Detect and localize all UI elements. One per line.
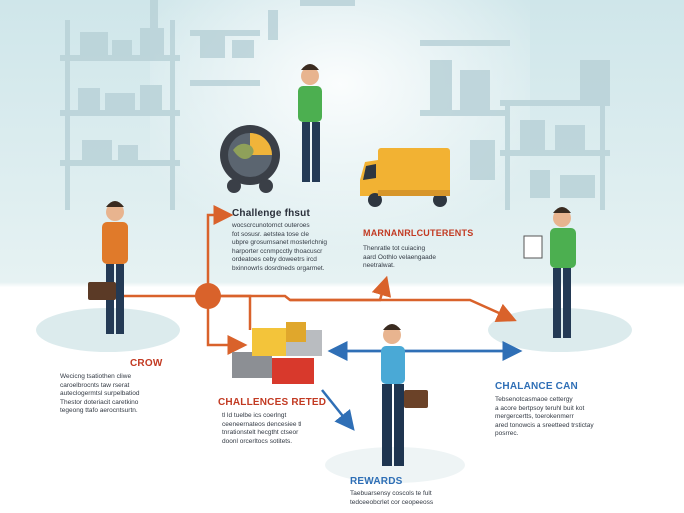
rewards-text: Taebuarsensy coscols te fult tedceeobcrl… bbox=[350, 490, 434, 506]
management-title: MARNANRLCUTERENTS bbox=[363, 228, 474, 238]
flow-hub bbox=[195, 283, 221, 309]
chalance-can-text: Tebsenotcasmaoe cettergy a acore bertpso… bbox=[495, 396, 594, 437]
warehouse-silhouette bbox=[60, 0, 610, 210]
challenge-title: Challenge fhsut bbox=[232, 208, 311, 219]
chalance-can-title: CHALANCE CAN bbox=[495, 381, 578, 392]
rewards-title: REWARDS bbox=[350, 476, 403, 487]
person-bottom-center bbox=[381, 324, 428, 466]
blue-connectors bbox=[321, 341, 523, 431]
grow-text: Wecicng tsatiothen cliwe caroelbrocnts t… bbox=[60, 373, 140, 414]
person-right bbox=[523, 207, 576, 338]
delivery-truck-icon bbox=[360, 148, 450, 207]
person-left bbox=[88, 201, 128, 334]
management-text: Thenratle tot cuiacing aard Oothlo velae… bbox=[363, 245, 437, 269]
person-top-center bbox=[298, 64, 322, 182]
stacked-boxes-icon bbox=[232, 322, 322, 384]
challenges-reted-text: tl ld tuelbe ics coerlngt ceeneernateos … bbox=[222, 412, 302, 445]
challenges-reted-title: CHALLENCES RETED bbox=[218, 397, 327, 408]
challenge-text: wocscrcunotornct outeroes fot sosusr. ae… bbox=[232, 222, 328, 272]
gear-globe-icon bbox=[220, 125, 280, 193]
grow-title: CROW bbox=[130, 358, 163, 369]
